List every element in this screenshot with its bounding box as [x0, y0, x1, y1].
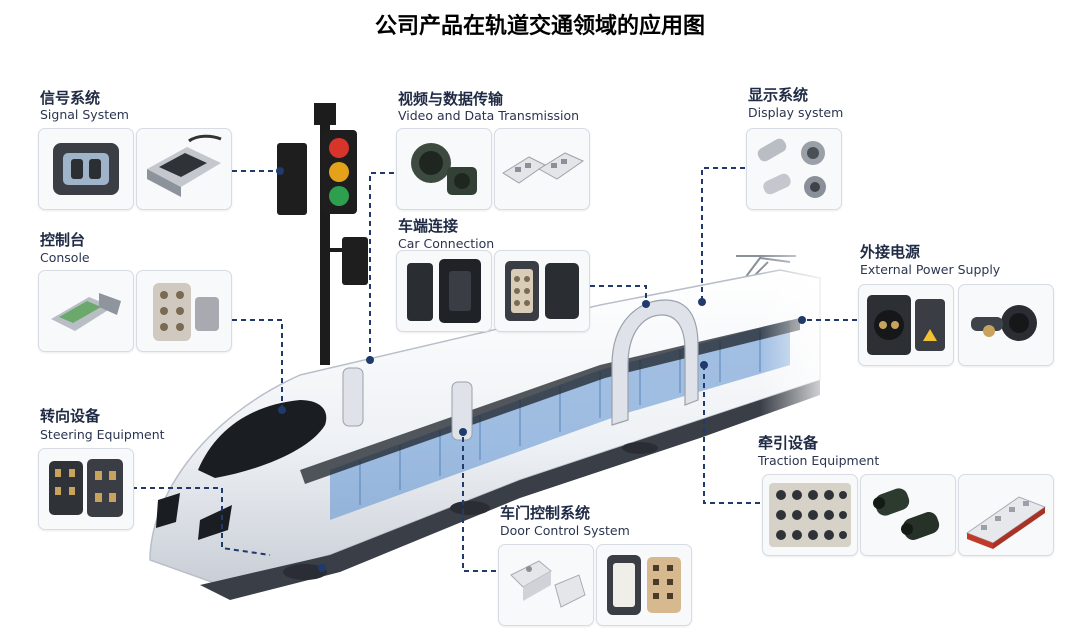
window-strip [300, 318, 800, 484]
signal-system-title: 信号系统 [40, 89, 101, 107]
heavy-duty-insert-icon [505, 261, 579, 321]
leader-lines [132, 167, 857, 572]
door-product-card-1 [498, 544, 594, 626]
console-subtitle: Console [40, 250, 90, 265]
signal-mast-top [314, 103, 336, 125]
signal-lower-box [342, 237, 368, 285]
steering-equipment-subtitle: Steering Equipment [40, 427, 165, 442]
terminal-block-icon [147, 134, 222, 197]
connector-housing-icon [53, 143, 119, 195]
video-product-card-2 [494, 128, 590, 210]
power-product-card-2 [958, 284, 1054, 366]
headlight-right [198, 505, 232, 540]
door-control-subtitle: Door Control System [500, 523, 630, 538]
traction-equipment-subtitle: Traction Equipment [758, 453, 880, 468]
leader-traction [703, 365, 760, 504]
headlight-left [156, 493, 180, 528]
external-power-subtitle: External Power Supply [860, 262, 1001, 277]
traction-product-card-3 [958, 474, 1054, 556]
power-plug-icon [971, 305, 1037, 341]
circular-connector-icon [411, 143, 477, 195]
connector-hood-icon [510, 560, 586, 608]
car-connection-card-2 [494, 250, 590, 332]
car-connection-card-1 [396, 250, 492, 332]
signal-system-subtitle: Signal System [40, 107, 129, 122]
windshield [198, 400, 327, 478]
leader-steering [132, 487, 271, 556]
steering-product-card-1 [38, 448, 134, 530]
car-connection-subtitle: Car Connection [398, 236, 495, 251]
door-product-card-2 [596, 544, 692, 626]
video-data-subtitle: Video and Data Transmission [398, 108, 580, 123]
leader-console [232, 319, 283, 410]
m12-connector-icon [757, 138, 826, 198]
terminal-rail-icon [965, 496, 1047, 549]
console-product-card-1 [38, 270, 134, 352]
external-power-title: 外接电源 [860, 243, 921, 261]
signal-pole [320, 105, 330, 365]
door-front [342, 367, 364, 427]
ethernet-module-icon [502, 152, 585, 184]
bogies [283, 442, 658, 580]
circular-power-connector-icon [873, 488, 940, 540]
train-underframe [200, 380, 820, 600]
signal-green-lamp [329, 186, 349, 206]
traction-equipment-title: 牵引设备 [758, 434, 819, 452]
console-product-card-2 [136, 270, 232, 352]
car-connection-title: 车端连接 [398, 217, 459, 235]
heavy-duty-housing-icon [407, 259, 481, 323]
multi-pin-connector-icon [153, 283, 219, 341]
diagram-title: 公司产品在轨道交通领域的应用图 [374, 13, 705, 39]
steering-equipment-title: 转向设备 [40, 407, 101, 425]
power-socket-icon [867, 295, 945, 355]
display-system-subtitle: Display system [748, 105, 844, 120]
video-product-card-1 [396, 128, 492, 210]
door-connector-insert-icon [607, 555, 681, 615]
leader-video [369, 172, 394, 360]
traction-product-card-1 [762, 474, 858, 556]
traffic-signal [277, 103, 368, 365]
console-title: 控制台 [40, 231, 86, 249]
signal-amber-lamp [329, 162, 349, 182]
display-product-card-1 [746, 128, 842, 210]
leader-car-connection [590, 285, 647, 304]
signal-product-card-2 [136, 128, 232, 210]
rectangular-connector-icon [49, 459, 123, 517]
leader-door [462, 432, 496, 572]
signal-red-lamp [329, 138, 349, 158]
signal-head-side [277, 143, 307, 215]
d-sub-connector-icon [51, 293, 121, 331]
signal-product-card-1 [38, 128, 134, 210]
video-data-title: 视频与数据传输 [398, 90, 504, 108]
door-control-title: 车门控制系统 [500, 504, 591, 522]
train-illustration [149, 250, 840, 600]
multi-contact-panel-icon [769, 483, 851, 547]
traction-product-card-2 [860, 474, 956, 556]
power-product-card-1 [858, 284, 954, 366]
gangway [611, 299, 699, 426]
leader-endpoints [276, 167, 806, 572]
display-system-title: 显示系统 [748, 86, 809, 104]
